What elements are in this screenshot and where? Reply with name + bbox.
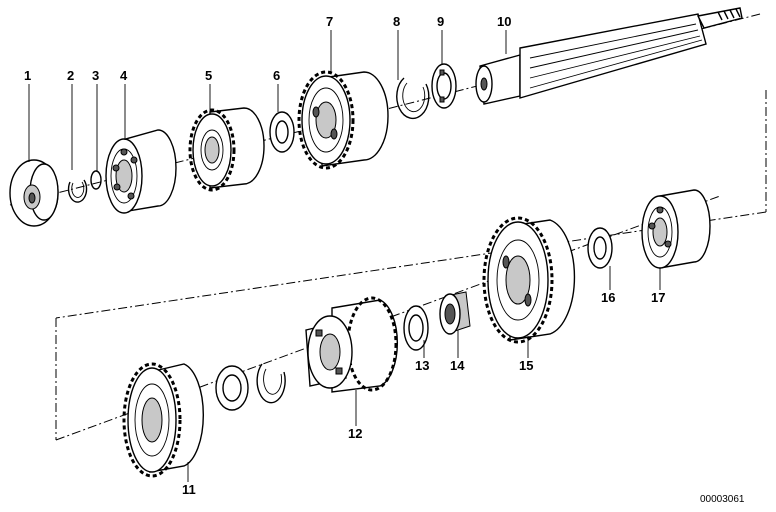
callout-10: 10 [497, 14, 511, 29]
callout-5: 5 [205, 68, 212, 83]
callout-3: 3 [92, 68, 99, 83]
callout-16: 16 [601, 290, 615, 305]
part-13-washer[interactable] [403, 305, 429, 351]
part-15-large-gear[interactable] [482, 216, 576, 344]
callout-11: 11 [182, 482, 196, 497]
callout-17: 17 [651, 290, 665, 305]
lower-circlip[interactable] [256, 363, 286, 404]
callout-6: 6 [273, 68, 280, 83]
part-9-lock-washer[interactable] [431, 63, 457, 109]
callout-1: 1 [24, 68, 31, 83]
callout-15: 15 [519, 358, 533, 373]
callout-9: 9 [437, 14, 444, 29]
callout-8: 8 [393, 14, 400, 29]
part-4-ball-bearing[interactable] [105, 129, 177, 214]
part-3-ring[interactable] [90, 170, 102, 190]
part-1-flange-disc[interactable] [9, 159, 59, 227]
part-8-circlip[interactable] [396, 77, 430, 120]
part-17-bearing[interactable] [641, 189, 711, 269]
callout-4: 4 [120, 68, 128, 83]
part-7-gear[interactable] [297, 70, 389, 170]
part-6-washer[interactable] [269, 111, 295, 153]
part-11-gear[interactable] [122, 362, 205, 478]
part-2-circlip[interactable] [67, 179, 88, 203]
part-14-bushing[interactable] [439, 291, 471, 335]
leader-lines [28, 30, 661, 482]
callout-14: 14 [450, 358, 465, 373]
part-12-gear-hub[interactable] [305, 296, 399, 393]
part-10-main-shaft[interactable] [475, 7, 743, 105]
lower-lock-washer[interactable] [215, 365, 249, 411]
part-5-gear[interactable] [188, 107, 265, 192]
callout-2: 2 [67, 68, 74, 83]
callout-13: 13 [415, 358, 429, 373]
callout-12: 12 [348, 426, 362, 441]
callout-labels: 1 2 3 4 5 6 7 8 9 10 11 12 13 14 15 16 1… [24, 14, 665, 497]
document-number: 00003061 [700, 494, 745, 505]
part-16-washer[interactable] [587, 227, 613, 269]
callout-7: 7 [326, 14, 333, 29]
